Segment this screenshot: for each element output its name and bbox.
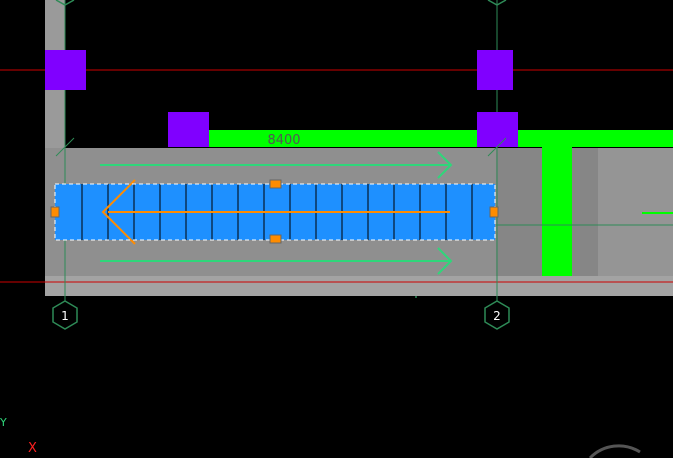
axis-bubbles-top [55, 0, 507, 6]
grip-top[interactable] [269, 179, 282, 189]
axis-bubble-1-label: 1 [61, 309, 69, 323]
flow-arrow-bottom [100, 247, 453, 275]
axis-bubble-1[interactable]: 1 [52, 300, 78, 330]
beam-vertical[interactable] [542, 147, 572, 276]
selected-stair[interactable] [50, 179, 499, 245]
column-b1[interactable] [168, 112, 209, 147]
flow-arrows [100, 151, 453, 275]
beams [208, 130, 673, 276]
axis-bubble-2-hex [484, 300, 510, 330]
flow-arrow-top [100, 151, 453, 179]
axis-bubble-2-label: 2 [493, 309, 501, 323]
columns [45, 50, 518, 147]
dimension-ticks [55, 137, 507, 157]
ucs-x-label: X [28, 441, 37, 456]
column-a1[interactable] [45, 50, 86, 90]
snap-point [415, 296, 417, 298]
navigation-wheel-icon[interactable] [588, 444, 641, 458]
ucs-y-label: Y [0, 416, 7, 429]
dimension-text: 8400 [267, 133, 300, 148]
axis-bubble-2[interactable]: 2 [484, 300, 510, 330]
grip-bottom[interactable] [269, 234, 282, 244]
beam-horizontal[interactable] [208, 130, 673, 147]
column-a2[interactable] [477, 50, 513, 90]
slab-regions [45, 0, 673, 296]
grip-right[interactable] [489, 206, 499, 218]
stair-direction-arrow [101, 179, 136, 245]
ucs-icon: Y X [0, 416, 37, 456]
axis-bubble-1-hex [52, 300, 78, 330]
grip-left[interactable] [50, 206, 60, 218]
slab-bottom-edge [45, 276, 673, 296]
column-b2[interactable] [477, 112, 518, 147]
